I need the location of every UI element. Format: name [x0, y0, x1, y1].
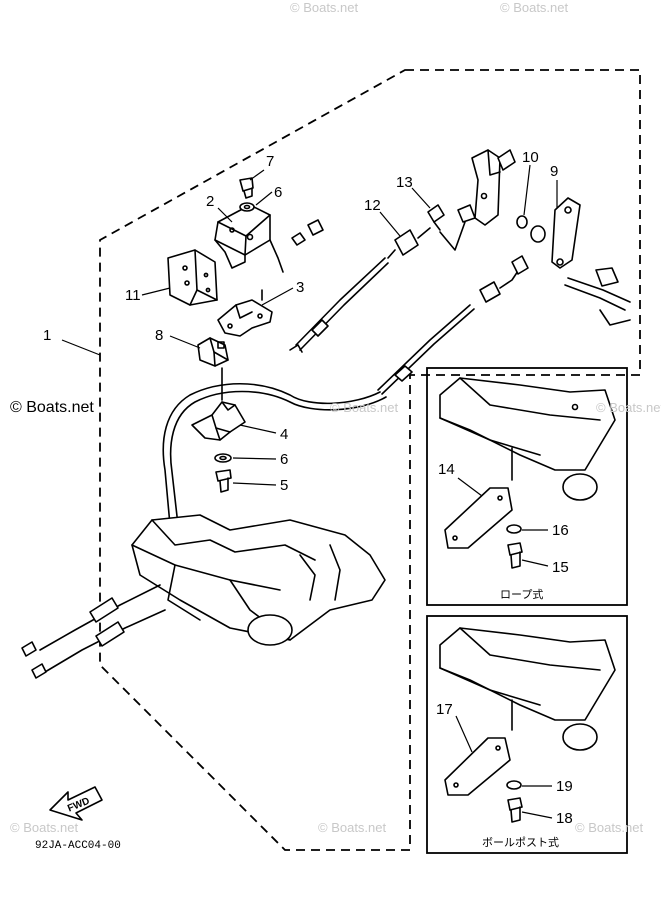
- callout-5: 5: [280, 477, 288, 494]
- plate-14: [444, 487, 513, 549]
- inset-bottom-caption: ボールポスト式: [482, 836, 559, 849]
- bracket-2: [214, 204, 284, 273]
- watermark-faint-3: © Boats.net: [10, 820, 79, 835]
- link-13: [427, 204, 445, 231]
- clamp-4: [191, 401, 246, 441]
- cables-left: [21, 584, 166, 679]
- callout-2: 2: [206, 193, 214, 210]
- washer-6a: [239, 202, 255, 212]
- callout-4: 4: [280, 426, 288, 443]
- callout-8: 8: [155, 327, 163, 344]
- leader-2: [217, 207, 233, 223]
- leader-7: [249, 169, 265, 181]
- washer-6b: [214, 453, 232, 463]
- leader-4: [239, 424, 277, 434]
- callout-16: 16: [552, 522, 569, 539]
- callout-15: 15: [552, 559, 569, 576]
- leader-18: [521, 811, 553, 819]
- cable-routing: [162, 383, 381, 526]
- callout-12: 12: [364, 197, 381, 214]
- watermark-faint-6: © Boats.net: [596, 400, 661, 415]
- watermark-main: © Boats.net: [10, 399, 94, 416]
- leader-13: [411, 187, 431, 209]
- watermark-faint-1: © Boats.net: [290, 0, 359, 15]
- mounting-bracket-body: [131, 514, 386, 646]
- callout-19: 19: [556, 778, 573, 795]
- cable-12: [289, 227, 431, 353]
- leader-6b: [232, 457, 277, 460]
- callout-14: 14: [438, 461, 455, 478]
- plate-17: [444, 737, 511, 796]
- callout-6a: 6: [274, 184, 282, 201]
- leader-8: [169, 335, 201, 349]
- link-9: [551, 197, 581, 269]
- inset-box-rope-type: [426, 367, 628, 606]
- leader-11: [141, 287, 171, 296]
- watermark-faint-5: © Boats.net: [575, 820, 644, 835]
- washer-19: [506, 780, 522, 790]
- shift-rod: [564, 267, 631, 326]
- callout-13: 13: [396, 174, 413, 191]
- inset-top-caption: ロープ式: [500, 588, 543, 601]
- callout-3: 3: [296, 279, 304, 296]
- bolt-18: [507, 797, 523, 823]
- watermark-faint-7: © Boats.net: [330, 400, 399, 415]
- callout-1: 1: [43, 327, 51, 344]
- inset-bottom-bracket: [439, 627, 616, 751]
- callout-6b: 6: [280, 451, 288, 468]
- clamp-8: [197, 337, 229, 367]
- callout-11: 11: [125, 287, 141, 304]
- leader-5: [232, 482, 277, 486]
- bracket-3: [217, 299, 273, 337]
- washer-16: [506, 524, 522, 534]
- callout-17: 17: [436, 701, 453, 718]
- inset-box-ball-post-type: [426, 615, 628, 854]
- leader-1: [61, 339, 101, 356]
- leader-17: [455, 715, 473, 753]
- bolt-5: [215, 469, 232, 493]
- nut-bolt-right: [291, 219, 324, 246]
- leader-3: [261, 287, 294, 306]
- diagram-code: 92JA-ACC04-00: [35, 840, 121, 852]
- callout-18: 18: [556, 810, 573, 827]
- bolt-7: [239, 177, 254, 199]
- callout-7: 7: [266, 153, 274, 170]
- watermark-faint-4: © Boats.net: [318, 820, 387, 835]
- leader-12: [379, 211, 401, 237]
- leader-14: [457, 477, 483, 497]
- callout-10: 10: [522, 149, 539, 166]
- lever-assembly: [439, 149, 516, 251]
- leader-6a: [255, 191, 273, 206]
- plate-11: [167, 249, 218, 306]
- fwd-arrow-icon: FWD: [49, 786, 103, 821]
- assembly-boundary: [99, 69, 641, 851]
- washer-10: [516, 215, 528, 229]
- inset-top-bracket: [439, 377, 616, 501]
- watermark-faint-2: © Boats.net: [500, 0, 569, 15]
- cable-routing-2: [169, 390, 387, 526]
- callout-9: 9: [550, 163, 558, 180]
- cable-lower: [377, 255, 529, 395]
- leader-10: [523, 164, 531, 216]
- bushing-9b: [530, 225, 546, 243]
- bolt-15: [507, 542, 523, 569]
- leader-15: [521, 559, 549, 567]
